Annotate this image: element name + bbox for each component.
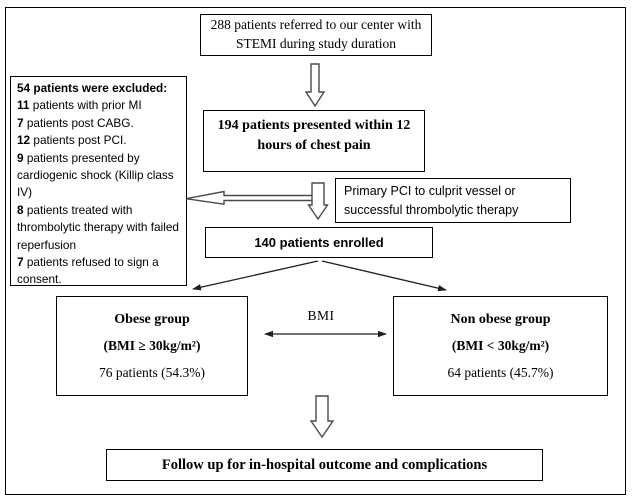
- excluded-item-num: 7: [17, 115, 24, 130]
- excluded-item-num: 8: [17, 202, 24, 217]
- arrow-presented-to-enrolled-icon: [307, 182, 329, 221]
- obese-group-title: Obese group: [114, 311, 190, 327]
- excluded-item-text: patients post PCI.: [33, 133, 127, 148]
- referred-text: 288 patients referred to our center with…: [210, 17, 422, 51]
- presented-box: 194 patients presented within 12 hours o…: [203, 110, 425, 172]
- referred-box: 288 patients referred to our center with…: [200, 14, 432, 56]
- excluded-box: 54 patients were excluded: 11 patients w…: [10, 76, 187, 286]
- excluded-item-num: 12: [17, 133, 31, 148]
- obese-group-criteria: (BMI ≥ 30kg/m²): [103, 338, 201, 353]
- excluded-item-text: patients post CABG.: [26, 115, 134, 130]
- excluded-item: 12 patients post PCI.: [17, 132, 183, 149]
- therapy-text: Primary PCI to culprit vessel or success…: [344, 184, 519, 217]
- bmi-label: BMI: [307, 308, 335, 323]
- non-obese-group-count: 64 patients (45.7%): [447, 364, 554, 380]
- excluded-item: 7 patients post CABG.: [17, 115, 183, 132]
- presented-text: 194 patients presented within 12 hours o…: [217, 118, 411, 154]
- excluded-item-text: patients presented by cardiogenic shock …: [17, 150, 174, 200]
- excluded-item: 9 patients presented by cardiogenic shoc…: [17, 150, 183, 202]
- obese-group-box: Obese group (BMI ≥ 30kg/m²) 76 patients …: [56, 296, 248, 396]
- enrolled-box: 140 patients enrolled: [205, 227, 433, 258]
- excluded-item: 11 patients with prior MI: [17, 97, 183, 114]
- excluded-item-text: patients with prior MI: [32, 98, 142, 113]
- followup-text: Follow up for in-hospital outcome and co…: [161, 456, 488, 473]
- excluded-title: 54 patients were excluded:: [17, 81, 168, 95]
- diagram-border: [5, 7, 626, 495]
- obese-group-count: 76 patients (54.3%): [98, 364, 206, 380]
- arrow-groups-to-followup-icon: [309, 395, 335, 439]
- enrolled-text: 140 patients enrolled: [254, 235, 384, 250]
- non-obese-group-title: Non obese group: [450, 311, 551, 327]
- excluded-item-text: patients refused to sign a consent.: [17, 255, 159, 287]
- excluded-item: 8 patients treated with thrombolytic the…: [17, 202, 183, 254]
- non-obese-group-box: Non obese group (BMI < 30kg/m²) 64 patie…: [393, 296, 608, 396]
- non-obese-group-criteria: (BMI < 30kg/m²): [451, 338, 550, 353]
- arrow-to-excluded-icon: [185, 190, 314, 206]
- excluded-item-text: patients treated with thrombolytic thera…: [17, 202, 179, 252]
- excluded-item-num: 7: [17, 255, 24, 270]
- excluded-item-num: 11: [17, 98, 30, 113]
- arrow-enrolled-to-nonobese-icon: [321, 260, 447, 292]
- excluded-item: 7 patients refused to sign a consent.: [17, 254, 183, 289]
- therapy-box: Primary PCI to culprit vessel or success…: [335, 178, 571, 223]
- excluded-item-num: 9: [17, 150, 24, 165]
- arrow-referred-to-presented-icon: [304, 63, 326, 108]
- arrow-enrolled-to-obese-icon: [192, 260, 319, 291]
- followup-box: Follow up for in-hospital outcome and co…: [106, 449, 543, 481]
